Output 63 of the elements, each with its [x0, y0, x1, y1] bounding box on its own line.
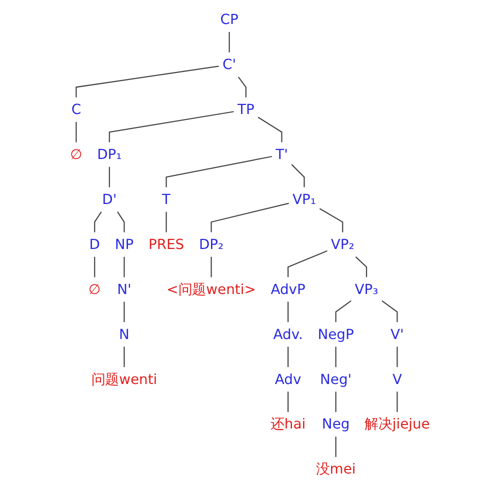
node-text: DP₁: [97, 146, 122, 163]
node-text: ∅: [70, 146, 82, 163]
node-text: N: [119, 326, 130, 343]
connector: [319, 208, 344, 232]
connector: [94, 256, 96, 278]
connector: [335, 346, 336, 368]
node-text: CP: [220, 11, 238, 28]
connector: [124, 256, 125, 278]
node-text: C: [71, 101, 82, 118]
connector: [76, 66, 219, 98]
node-text: T: [162, 190, 171, 208]
node-text: ∅: [88, 280, 101, 298]
node-text: N': [117, 280, 132, 298]
connector: [210, 202, 289, 232]
connector: [335, 436, 336, 458]
connector: [335, 392, 336, 412]
connector: [288, 346, 289, 368]
node-text: VP₂: [330, 236, 354, 253]
connector: [108, 111, 234, 142]
node-text: Neg: [322, 416, 350, 432]
node-text: 问题wenti: [91, 370, 158, 388]
node-text: 解决jiejue: [364, 416, 430, 432]
connector: [288, 250, 328, 278]
node-text: V: [392, 370, 402, 388]
connector: [94, 212, 102, 232]
node-text: D: [89, 236, 100, 253]
node-text: AdvP: [270, 280, 306, 298]
node-text: PRES: [148, 236, 184, 253]
connector: [210, 256, 212, 278]
connector: [382, 300, 398, 322]
connector: [288, 392, 289, 412]
connector: [396, 392, 398, 412]
connector: [396, 346, 398, 368]
node-text: Neg': [320, 370, 352, 388]
node-text: <问题wenti>: [166, 280, 256, 298]
connector: [108, 166, 110, 188]
connector: [166, 212, 167, 232]
connector: [117, 212, 125, 232]
connector: [355, 256, 368, 278]
node-text: DP₂: [198, 236, 224, 253]
connector: [124, 302, 125, 322]
connector: [166, 156, 272, 188]
connector: [228, 32, 230, 52]
node-text: Adv: [274, 370, 302, 388]
node-text: VP₃: [354, 280, 378, 298]
connector: [291, 164, 305, 188]
connector: [76, 122, 77, 142]
connector: [335, 300, 352, 322]
node-text: V': [390, 326, 404, 343]
node-text: 还hai: [270, 416, 306, 432]
node-text: TP: [237, 101, 254, 118]
node-text: C': [222, 56, 236, 73]
connector: [238, 76, 246, 98]
connector: [124, 346, 125, 368]
node-text: 没mei: [316, 460, 356, 478]
node-text: Adv.: [273, 326, 303, 343]
node-text: NegP: [318, 326, 354, 343]
node-text: T': [276, 146, 288, 163]
connector: [258, 116, 282, 142]
node-text: VP₁: [292, 190, 316, 208]
node-text: D': [102, 190, 117, 208]
node-text: NP: [114, 236, 134, 253]
connector: [288, 302, 289, 322]
